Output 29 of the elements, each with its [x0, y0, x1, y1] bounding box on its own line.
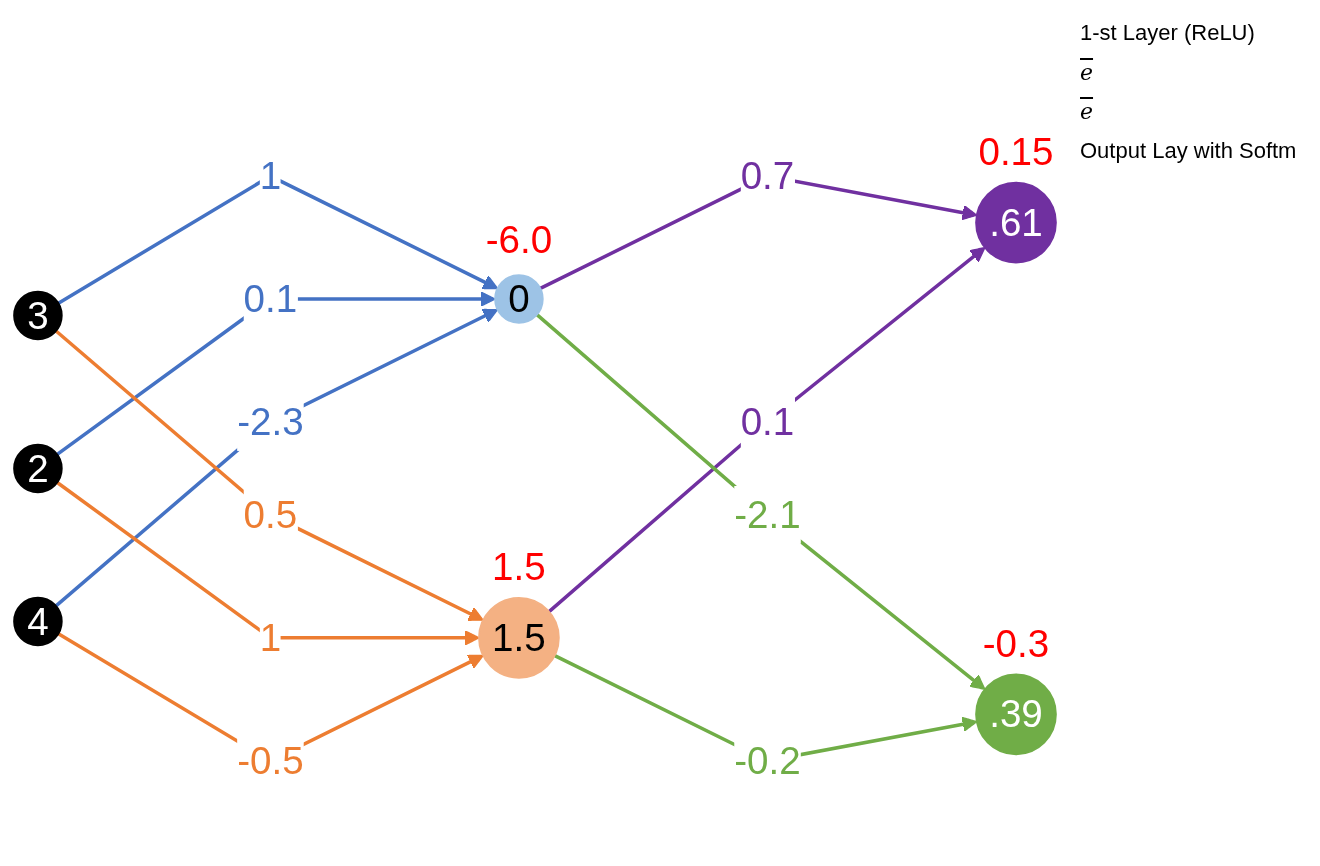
edge-label: -2.3 — [237, 399, 304, 444]
edge-label: 1 — [259, 615, 282, 660]
edge-label: -0.5 — [237, 738, 304, 783]
edge-label: -2.1 — [734, 492, 801, 537]
node-circle: 3 — [13, 290, 63, 340]
node-circle: .39 — [975, 673, 1057, 755]
edge-label: 0.5 — [243, 492, 298, 537]
bias-value: -6.0 — [485, 217, 553, 261]
label-text: 1-st Layer (ReLU) — [1080, 20, 1256, 46]
node-circle: .61 — [975, 181, 1057, 263]
edge-label: -0.2 — [734, 738, 801, 783]
edge-label: 0.1 — [243, 276, 298, 321]
arrow — [547, 246, 986, 613]
arrow — [56, 480, 480, 646]
edge-label: 0.1 — [740, 399, 795, 444]
node-circle: 2 — [13, 443, 63, 493]
edge-label: 1 — [259, 153, 282, 198]
label-text: e — [1080, 60, 1095, 85]
bias-value: -0.3 — [982, 621, 1050, 665]
label-text: e — [1080, 99, 1095, 124]
bias-value: 1.5 — [492, 544, 546, 588]
node-circle: 4 — [13, 596, 63, 646]
node-circle: 0 — [494, 273, 544, 324]
arrow — [535, 313, 986, 690]
arrow — [56, 290, 496, 456]
node-circle: 1.5 — [478, 596, 560, 679]
edge-label: 0.7 — [740, 153, 795, 198]
label-text: Output Lay with Softm — [1080, 138, 1298, 164]
bias-value: 0.15 — [978, 129, 1054, 173]
